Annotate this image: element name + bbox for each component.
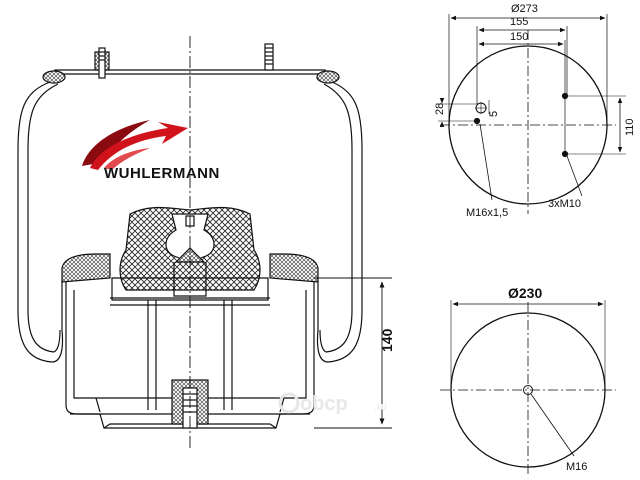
brand-name: WUHLERMANN xyxy=(104,165,220,182)
bellows-outer-right xyxy=(327,81,363,363)
stud-right xyxy=(264,43,274,71)
label-3xm10: 3xM10 xyxy=(548,198,581,210)
top-plate xyxy=(47,69,336,82)
bottom-view-circle xyxy=(450,312,606,468)
bead-left xyxy=(61,253,111,283)
watermark-text: obcp xyxy=(300,393,348,415)
bellows-inner xyxy=(27,83,59,353)
hole-m10-b xyxy=(561,92,569,100)
watermark: obcp .ru xyxy=(278,392,387,415)
bellows-inner-right xyxy=(323,83,353,353)
height-dim-label: 140 xyxy=(379,328,395,352)
stud-left xyxy=(94,47,110,79)
logo-swoosh-red xyxy=(90,122,188,170)
bottom-view xyxy=(440,300,616,474)
top-view xyxy=(438,14,626,214)
dim-155: 155 xyxy=(510,16,528,28)
brand-logo: WUHLERMANN xyxy=(82,120,220,182)
bead-right xyxy=(269,253,319,283)
dim-bottom-diameter: Ø230 xyxy=(508,285,542,301)
top-plate-crimp-right xyxy=(316,70,340,84)
dim-5: 5 xyxy=(488,111,500,117)
logo-swoosh-dark xyxy=(82,120,150,166)
label-m16: M16 xyxy=(566,461,587,473)
hole-m10-c xyxy=(561,150,569,158)
label-m16x15: M16x1,5 xyxy=(466,207,508,219)
bottom-hole-m16 xyxy=(523,385,533,395)
hole-m10-a xyxy=(473,117,481,125)
dim-110: 110 xyxy=(624,118,636,136)
top-plate-crimp-left xyxy=(42,70,66,84)
dim-outer-diameter: Ø273 xyxy=(511,3,538,15)
height-dimension xyxy=(314,277,392,429)
bellows-outer xyxy=(17,81,53,363)
logo-swoosh-small xyxy=(104,148,150,170)
watermark-suffix: .ru xyxy=(374,401,387,413)
dim-28: 28 xyxy=(434,103,446,115)
dim-150: 150 xyxy=(510,31,528,43)
